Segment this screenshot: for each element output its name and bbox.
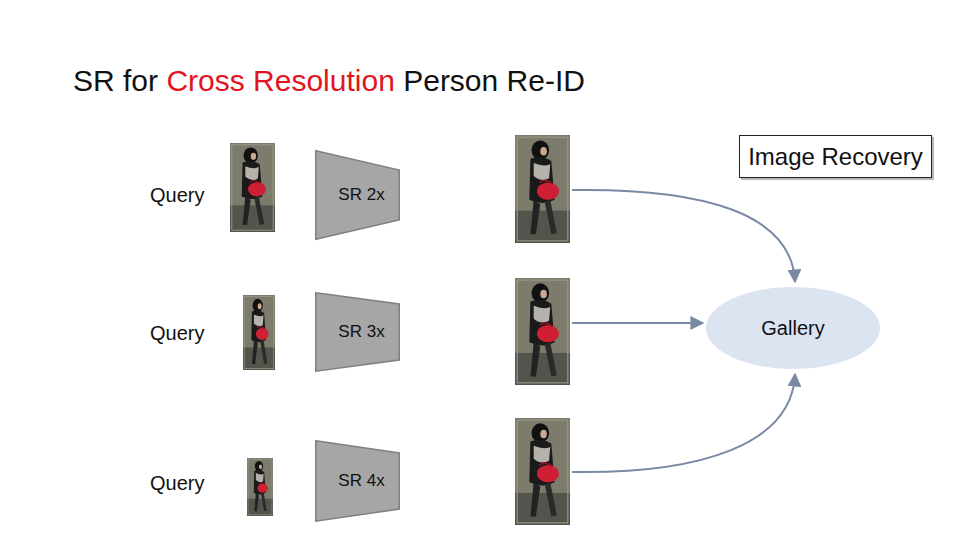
title-word bbox=[245, 64, 253, 97]
title-word: Re-ID bbox=[507, 64, 585, 97]
sr-module: SR 2x bbox=[315, 150, 400, 240]
slide-title: SR for Cross Resolution Person Re-ID bbox=[73, 64, 585, 98]
node-label: SR 2x bbox=[338, 185, 384, 205]
title-word: Cross bbox=[166, 64, 244, 97]
title-word: Person bbox=[403, 64, 498, 97]
title-word bbox=[498, 64, 506, 97]
node-text-group: SR 3x bbox=[330, 322, 384, 342]
query-label: Query bbox=[150, 184, 204, 207]
ellipse-fill bbox=[706, 287, 880, 369]
node-text-group: Gallery bbox=[761, 317, 824, 340]
gallery-ellipse: Gallery bbox=[705, 286, 881, 370]
node-label: Gallery bbox=[761, 317, 824, 340]
sr-module: SR 4x bbox=[315, 440, 400, 522]
node-label: Image Recovery bbox=[748, 143, 923, 171]
query-image bbox=[247, 458, 273, 516]
query-image bbox=[243, 295, 275, 370]
node-text-group: SR 2x bbox=[330, 185, 384, 205]
title-box: Image Recovery bbox=[739, 135, 932, 178]
title-word bbox=[115, 64, 123, 97]
title-word: for bbox=[123, 64, 158, 97]
query-label: Query bbox=[150, 322, 204, 345]
recovered-image bbox=[515, 135, 570, 243]
title-word: SR bbox=[73, 64, 115, 97]
node-text-group: SR 4x bbox=[330, 471, 384, 491]
node-label: SR 4x bbox=[338, 471, 384, 491]
recovered-image bbox=[515, 278, 570, 385]
arrow-line bbox=[572, 322, 703, 324]
trapezoid-outline bbox=[316, 441, 400, 522]
title-word: Resolution bbox=[253, 64, 395, 97]
trapezoid-outline bbox=[316, 151, 400, 240]
query-image bbox=[230, 143, 275, 232]
title-word bbox=[158, 64, 166, 97]
trapezoid-outline bbox=[316, 293, 400, 372]
node-label: SR 3x bbox=[338, 322, 384, 342]
sr-module: SR 3x bbox=[315, 292, 400, 372]
node-text-group: Image Recovery bbox=[748, 143, 923, 171]
arrow-line bbox=[572, 374, 795, 472]
recovered-image bbox=[515, 418, 570, 525]
arrow-line bbox=[572, 190, 795, 282]
query-label: Query bbox=[150, 472, 204, 495]
title-word bbox=[395, 64, 403, 97]
